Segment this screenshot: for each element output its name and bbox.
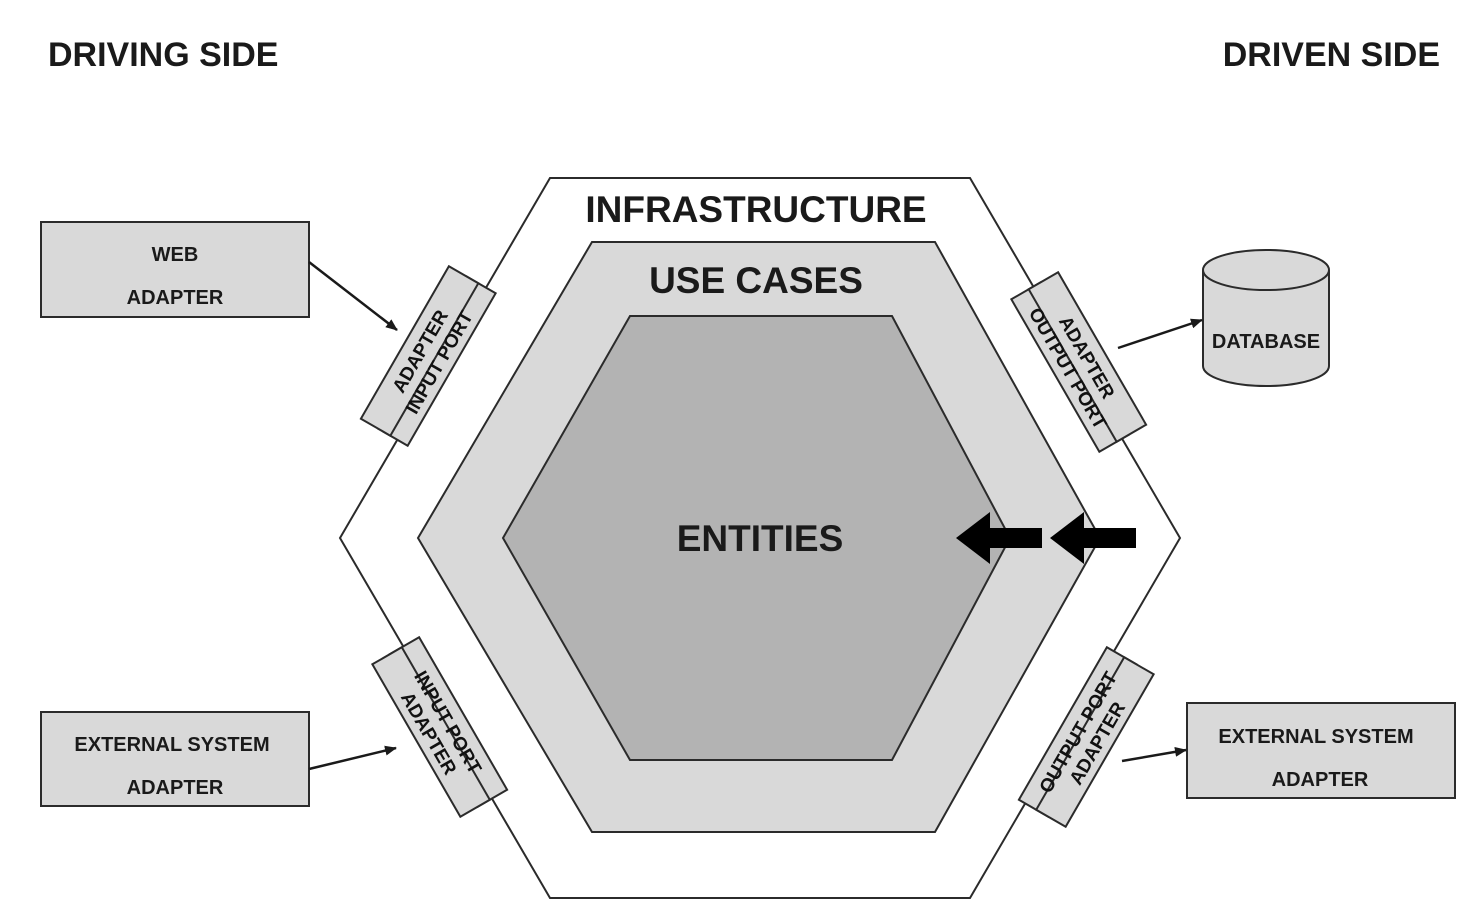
use-cases-label: USE CASES xyxy=(649,260,863,301)
external-system-adapter-left-box: EXTERNAL SYSTEM ADAPTER xyxy=(40,711,310,807)
dependency-arrow-inner xyxy=(956,512,1042,564)
external-left-to-port-arrow xyxy=(308,745,397,771)
web-adapter-label-line2: ADAPTER xyxy=(127,287,224,309)
driven-side-title: DRIVEN SIDE xyxy=(1223,36,1440,74)
dependency-arrow-outer xyxy=(1050,512,1136,564)
web-adapter-to-port-arrow xyxy=(308,261,398,331)
port-to-database-arrow xyxy=(1117,318,1203,350)
entities-hexagon xyxy=(501,315,1012,761)
database-label: DATABASE xyxy=(1212,331,1320,353)
web-adapter-box: WEB ADAPTER xyxy=(40,221,310,318)
external-left-label-line1: EXTERNAL SYSTEM xyxy=(74,734,269,756)
entities-label: ENTITIES xyxy=(677,518,844,559)
external-system-adapter-right-box: EXTERNAL SYSTEM ADAPTER xyxy=(1186,702,1456,799)
port-to-external-right-arrow xyxy=(1121,746,1187,763)
external-right-label-line1: EXTERNAL SYSTEM xyxy=(1218,726,1413,748)
infrastructure-label: INFRASTRUCTURE xyxy=(585,189,926,230)
driving-side-title: DRIVING SIDE xyxy=(48,36,278,74)
external-left-label-line2: ADAPTER xyxy=(127,777,224,799)
database-icon: DATABASE xyxy=(1202,249,1330,387)
port-top-left: ADAPTER INPUT PORT xyxy=(359,264,498,448)
web-adapter-label-line1: WEB xyxy=(152,244,199,266)
external-right-label-line2: ADAPTER xyxy=(1272,769,1369,791)
